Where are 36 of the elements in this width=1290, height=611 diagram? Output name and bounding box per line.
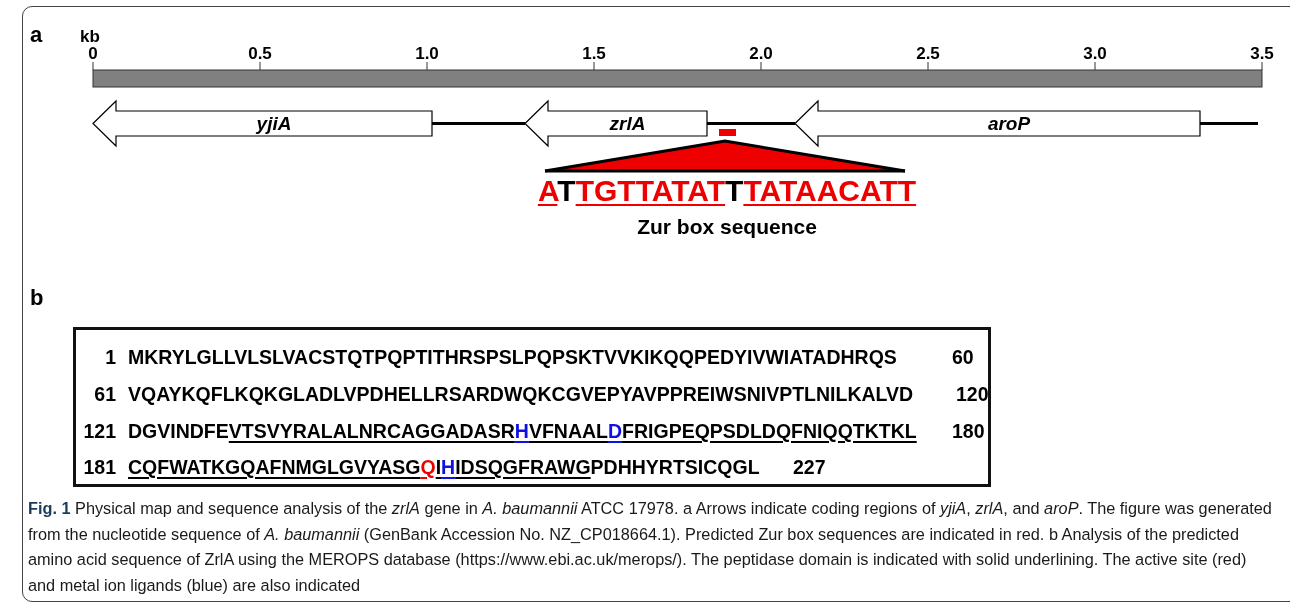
- residue-number: 180: [952, 420, 985, 443]
- axis-unit: kb: [80, 28, 100, 45]
- gene-name: zrlA: [609, 112, 646, 135]
- gene-arrow: [525, 101, 707, 146]
- tick-label: 1.0: [415, 45, 439, 62]
- residue-number: 61: [94, 383, 116, 406]
- tick-label: 0.5: [248, 45, 272, 62]
- amino-acid-sequence: DGVINDFEVTSVYRALALNRCAGGADASRHVFNAALDFRIGPEQPSDLDQFNIQQTKTKL: [128, 420, 917, 443]
- gene-name: yjiA: [256, 112, 292, 135]
- amino-acid-sequence: CQFWATKGQAFNMGLGVYASGQIHIDSQGFRAWGPDHHYRTSICQGL: [128, 456, 760, 479]
- sequence-title: Zur box sequence: [637, 216, 817, 237]
- panel-letter: b: [30, 287, 44, 309]
- tick-label: 2.5: [916, 45, 940, 62]
- figure-caption: Fig. 1 Physical map and sequence analysis of the zrlA gene in A. baumannii ATCC 17978. a Arrows indicate coding regions of yjiA, zrlA, and aroP. The figure was generated from the nucleotide sequence of A. baumannii (GenBank Accession No. NZ_CP018664.1). Predicted Zur box sequences are indicated in red. b Analysis of the predicted amino acid sequence of ZrlA using the MEROPS database (https://www.ebi.ac.uk/merops/). The peptidase domain is indicated with solid underlining. The active site (red) and metal ion ligands (blue) are also indicated: [28, 498, 1273, 596]
- gene-arrow: [795, 101, 1200, 146]
- tick-label: 0: [88, 45, 98, 62]
- tick-label: 3.5: [1250, 45, 1274, 62]
- tick-label: 1.5: [582, 45, 606, 62]
- amino-acid-sequence: VQAYKQFLKQKGLADLVPDHELLRSARDWQKCGVEPYAVPPREIWSNIVPTLNILKALVD: [128, 383, 914, 406]
- tick-label: 2.0: [749, 45, 773, 62]
- residue-number: 1: [105, 346, 116, 369]
- residue-number: 181: [83, 456, 116, 479]
- dna-line: [707, 122, 795, 125]
- gene-name: aroP: [987, 112, 1031, 135]
- residue-number: 227: [793, 456, 826, 479]
- tick-label: 3.0: [1083, 45, 1107, 62]
- residue-number: 120: [956, 383, 989, 406]
- gene-arrow: [93, 101, 432, 146]
- panel-letter: a: [30, 24, 43, 46]
- residue-number: 121: [83, 420, 116, 443]
- dna-line: [432, 122, 525, 125]
- sequence-box: [73, 327, 991, 487]
- amino-acid-sequence: MKRYLGLLVLSLVACSTQTPQPTITHRSPSLPQPSKTVVKIKQQPEDYIVWIATADHRQS: [128, 346, 897, 369]
- dna-line: [1200, 122, 1258, 125]
- residue-number: 60: [952, 346, 974, 369]
- zur-sequence: ATTGTTATATTTATAACATT: [537, 176, 917, 206]
